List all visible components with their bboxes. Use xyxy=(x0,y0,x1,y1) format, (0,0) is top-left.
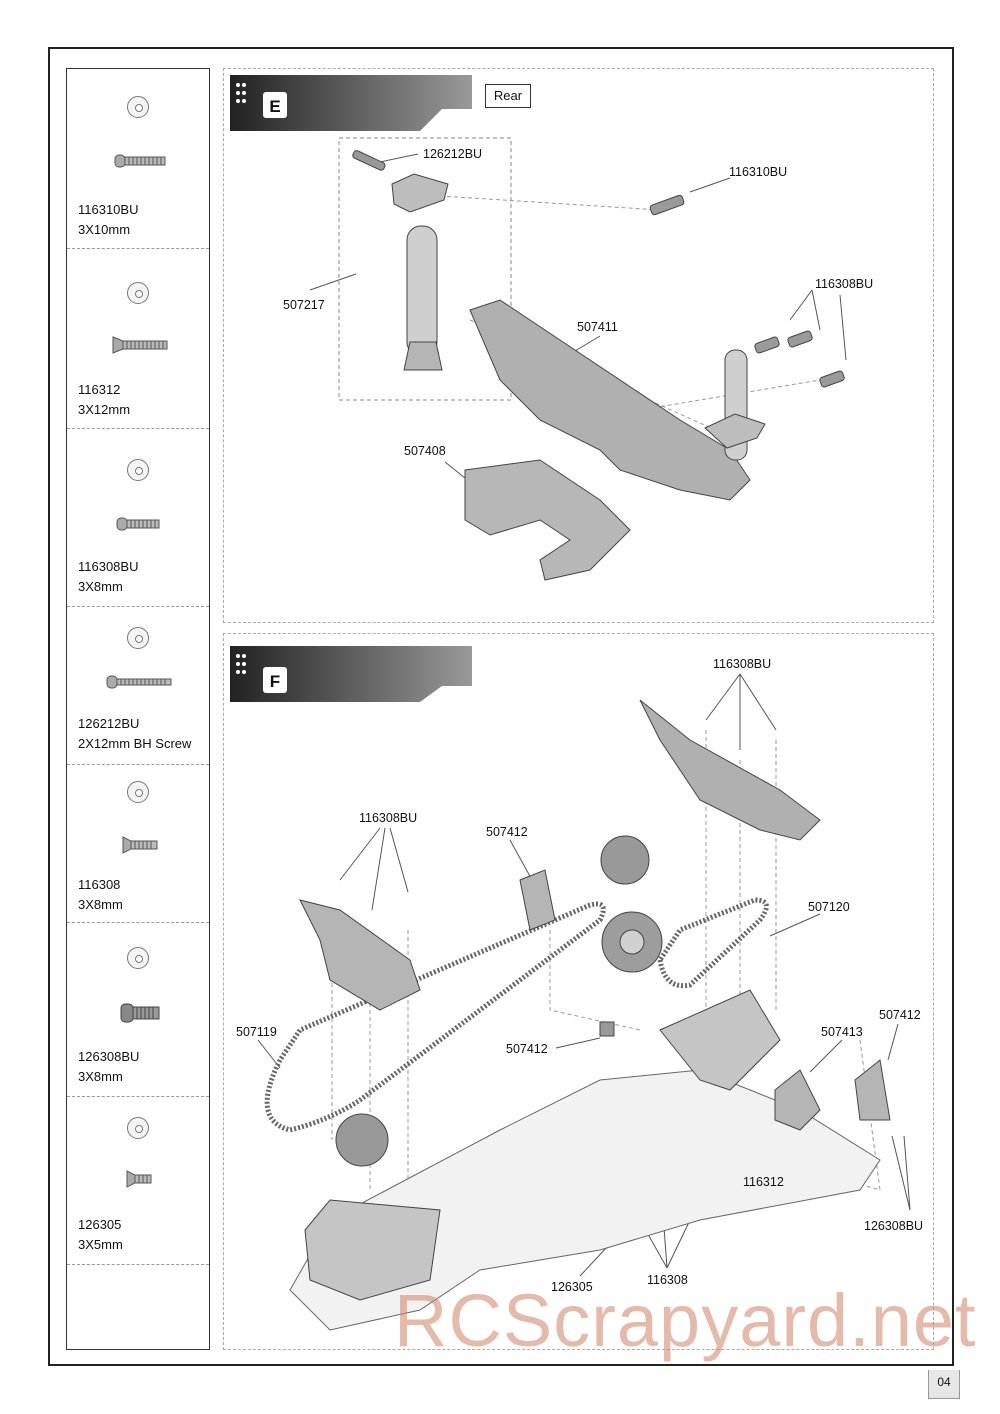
step-f-panel xyxy=(223,633,934,1350)
label-507412-spacer: 507412 xyxy=(506,1042,548,1056)
label-507412-right: 507412 xyxy=(879,1008,921,1022)
belt-right-illustration xyxy=(657,897,769,989)
label-507120: 507120 xyxy=(808,900,850,914)
body-post-illustration xyxy=(352,150,449,371)
label-507119: 507119 xyxy=(236,1025,277,1039)
countersunk-screw-icon xyxy=(122,836,158,854)
countersunk-screw-icon xyxy=(112,336,168,354)
countersunk-screw-icon xyxy=(126,1170,152,1188)
washer-icon xyxy=(127,459,149,481)
label-116308bu-left: 116308BU xyxy=(359,811,418,825)
rear-brace-illustration xyxy=(469,299,751,501)
label-116312: 116312 xyxy=(743,1175,784,1189)
label-116308bu-top: 116308BU xyxy=(713,657,772,671)
washer-icon xyxy=(127,96,149,118)
label-126308bu: 126308BU xyxy=(864,1219,924,1233)
diff-pulley-illustration xyxy=(600,835,650,885)
label-507413: 507413 xyxy=(821,1025,863,1039)
step-f-tag: F xyxy=(230,646,474,704)
button-screw-icon xyxy=(116,517,160,531)
step-letter: F xyxy=(263,667,287,693)
label-507217: 507217 xyxy=(283,298,325,312)
step-e-panel xyxy=(223,68,934,623)
washer-icon xyxy=(127,781,149,803)
watermark: RCScrapyard.net xyxy=(394,1279,977,1362)
washer-icon xyxy=(127,282,149,304)
label-126212bu: 126212BU xyxy=(423,147,483,161)
chassis-plate-illustration xyxy=(289,1069,881,1331)
button-screw-icon xyxy=(120,1003,160,1023)
label-507412-center: 507412 xyxy=(486,825,528,839)
front-pulley-illustration xyxy=(335,1113,389,1167)
mount-illustration xyxy=(464,459,631,581)
button-screw-icon xyxy=(114,154,166,168)
washer-icon xyxy=(127,1117,149,1139)
step-e-tag: E xyxy=(230,75,474,133)
label-126305: 126305 xyxy=(551,1280,593,1294)
step-letter: E xyxy=(263,92,287,118)
belt-left-illustration xyxy=(264,901,606,1133)
label-116308bu: 116308BU xyxy=(815,277,874,291)
button-screw-icon xyxy=(106,675,172,689)
page-frame xyxy=(48,47,954,1366)
label-116308: 116308 xyxy=(647,1273,688,1287)
label-507411: 507411 xyxy=(577,320,618,334)
phillips-head-icon xyxy=(127,627,149,649)
label-116310bu: 116310BU xyxy=(729,165,788,179)
label-507408: 507408 xyxy=(404,444,446,458)
rear-label: Rear xyxy=(485,84,531,108)
page-number: 04 xyxy=(928,1370,960,1399)
washer-icon xyxy=(127,947,149,969)
